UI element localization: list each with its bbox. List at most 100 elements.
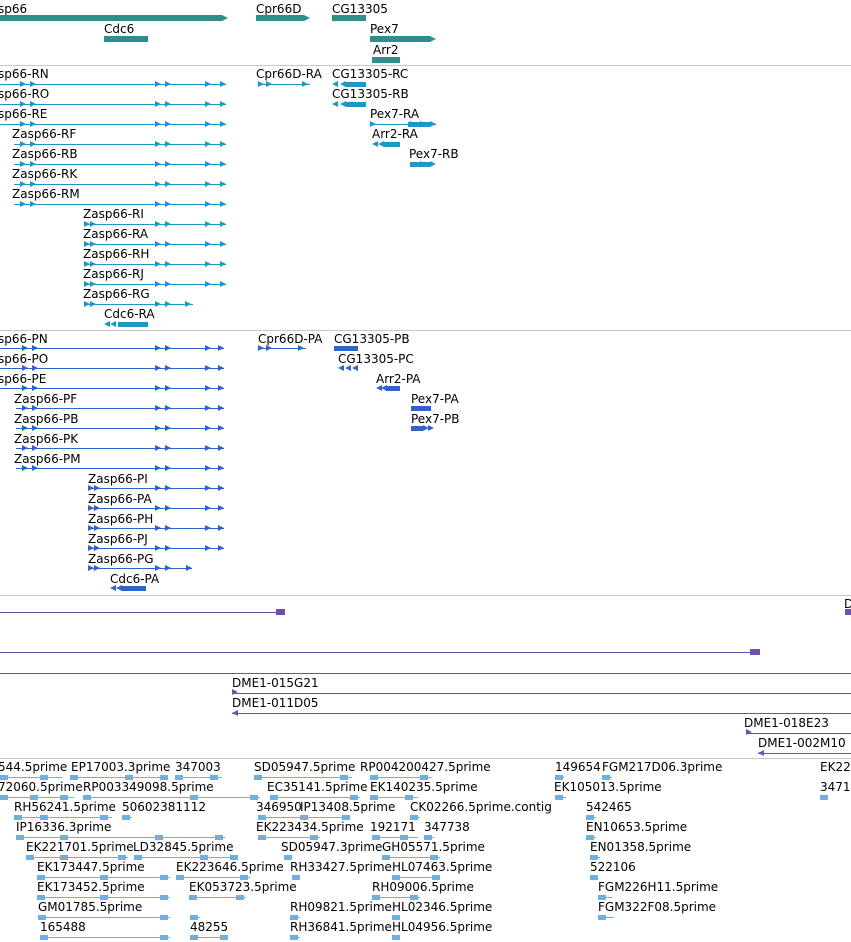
est-label[interactable]: IP13408.5prime	[300, 800, 396, 814]
gene-label-cpr66d[interactable]: Cpr66D	[256, 2, 302, 16]
transcript-label[interactable]: CG13305-RB	[332, 87, 409, 101]
est-label[interactable]: CK02266.5prime.contig	[410, 800, 552, 814]
est-block	[40, 935, 48, 940]
arrow-right-icon	[90, 281, 96, 287]
transcript-label[interactable]: Pex7-RB	[409, 147, 459, 161]
gene-label-pex7[interactable]: Pex7	[370, 22, 399, 36]
est-label[interactable]: HL02346.5prime	[392, 900, 493, 914]
transcript-label[interactable]: Zasp66-RH	[83, 247, 150, 261]
protein-label[interactable]: Zasp66-PH	[88, 512, 154, 526]
transcript-label[interactable]: CG13305-RC	[332, 67, 409, 81]
transcript-label[interactable]: Zasp66-RK	[12, 167, 78, 181]
transcript-label[interactable]: sp66-RN	[0, 67, 49, 81]
est-label[interactable]: 542465	[586, 800, 632, 814]
gene-label-sp66[interactable]: sp66	[0, 2, 28, 16]
est-label[interactable]: EK053723.5prime	[189, 880, 297, 894]
arrow-right-icon	[218, 425, 224, 431]
est-label[interactable]: RH09006.5prime	[372, 880, 474, 894]
protein-label[interactable]: sp66-PO	[0, 352, 49, 366]
clone-label[interactable]: DME1-002M10	[758, 736, 846, 750]
est-label[interactable]: EN10653.5prime	[586, 820, 688, 834]
protein-label[interactable]: CG13305-PB	[334, 332, 410, 346]
est-label[interactable]: RP003349098.5prime	[83, 780, 214, 794]
est-label[interactable]: 50602381112	[122, 800, 206, 814]
est-label[interactable]: GM01785.5prime	[38, 900, 143, 914]
est-label[interactable]: IP16336.3prime	[16, 820, 112, 834]
protein-label[interactable]: CG13305-PC	[338, 352, 414, 366]
est-label[interactable]: 544.5prime	[0, 760, 68, 774]
est-label[interactable]: LD32845.5prime	[133, 840, 234, 854]
transcript-label[interactable]: Zasp66-RI	[83, 207, 144, 221]
est-label[interactable]: FGM322F08.5prime	[598, 900, 717, 914]
est-label[interactable]: EK221701.5prime	[26, 840, 134, 854]
protein-label[interactable]: Zasp66-PG	[88, 552, 154, 566]
est-label[interactable]: 48255	[190, 920, 229, 934]
est-label[interactable]: 165488	[40, 920, 86, 934]
est-label[interactable]: EK223646.5prime	[176, 860, 284, 874]
est-label[interactable]: RH36841.5prime	[290, 920, 392, 934]
protein-label[interactable]: Zasp66-PF	[14, 392, 78, 406]
transcript-label[interactable]: Cdc6-RA	[104, 307, 155, 321]
transcript-label[interactable]: sp66-RO	[0, 87, 50, 101]
est-label[interactable]: 192171	[370, 820, 416, 834]
transcript-label[interactable]: Zasp66-RB	[12, 147, 78, 161]
transcript-label[interactable]: Zasp66-RM	[12, 187, 80, 201]
transcript-label[interactable]: Zasp66-RG	[83, 287, 150, 301]
est-label[interactable]: FGM217D06.3prime	[602, 760, 723, 774]
clone-label[interactable]: DME1-011D05	[232, 696, 319, 710]
clone-label[interactable]: DME1-015G21	[232, 676, 319, 690]
protein-label[interactable]: Cpr66D-PA	[258, 332, 323, 346]
est-label[interactable]: HL04956.5prime	[392, 920, 493, 934]
est-label[interactable]: RP004200427.5prime	[360, 760, 491, 774]
est-label[interactable]: 522106	[590, 860, 636, 874]
est-label[interactable]: 347003	[175, 760, 221, 774]
gene-label-arr2[interactable]: Arr2	[373, 43, 399, 57]
est-label[interactable]: 3471	[820, 780, 851, 794]
protein-label[interactable]: Arr2-PA	[376, 372, 421, 386]
est-label[interactable]: 346950	[256, 800, 302, 814]
gene-label-cg13305[interactable]: CG13305	[332, 2, 388, 16]
protein-label[interactable]: Zasp66-PK	[14, 432, 79, 446]
est-label[interactable]: RH56241.5prime	[14, 800, 116, 814]
est-label[interactable]: EC35141.5prime	[267, 780, 368, 794]
est-label[interactable]: 149654	[555, 760, 601, 774]
transcript-label[interactable]: sp66-RE	[0, 107, 48, 121]
transcript-label[interactable]: Arr2-RA	[372, 127, 418, 141]
transcript-label[interactable]: Pex7-RA	[370, 107, 420, 121]
est-label[interactable]: EK173452.5prime	[37, 880, 145, 894]
clone-label[interactable]: D	[844, 597, 851, 611]
est-label[interactable]: 72060.5prime	[0, 780, 83, 794]
est-label[interactable]: RH33427.5prime	[290, 860, 392, 874]
protein-label[interactable]: Pex7-PA	[411, 392, 459, 406]
est-label[interactable]: FGM226H11.5prime	[598, 880, 719, 894]
est-label[interactable]: SD05947.5prime	[254, 760, 356, 774]
transcript-label[interactable]: Zasp66-RF	[12, 127, 77, 141]
est-label[interactable]: RH09821.5prime	[290, 900, 392, 914]
est-label[interactable]: SD05947.3prime	[281, 840, 383, 854]
clone-label[interactable]: DME1-018E23	[744, 716, 829, 730]
protein-label[interactable]: Zasp66-PM	[14, 452, 81, 466]
est-label[interactable]: EK173447.5prime	[37, 860, 145, 874]
protein-label[interactable]: Zasp66-PI	[88, 472, 148, 486]
arrow-right-icon	[205, 161, 211, 167]
protein-label[interactable]: sp66-PE	[0, 372, 47, 386]
est-label[interactable]: EK223434.5prime	[256, 820, 364, 834]
est-label[interactable]: EP17003.3prime	[71, 760, 171, 774]
protein-label[interactable]: sp66-PN	[0, 332, 48, 346]
protein-label[interactable]: Zasp66-PB	[14, 412, 79, 426]
est-label[interactable]: EK140235.5prime	[370, 780, 478, 794]
protein-label[interactable]: Cdc6-PA	[110, 572, 160, 586]
est-label[interactable]: GH05571.5prime	[382, 840, 485, 854]
est-label[interactable]: EN01358.5prime	[590, 840, 692, 854]
transcript-label[interactable]: Zasp66-RJ	[83, 267, 144, 281]
est-label[interactable]: 347738	[424, 820, 470, 834]
protein-label[interactable]: Zasp66-PJ	[88, 532, 148, 546]
protein-label[interactable]: Pex7-PB	[411, 412, 460, 426]
transcript-label[interactable]: Cpr66D-RA	[256, 67, 322, 81]
protein-label[interactable]: Zasp66-PA	[88, 492, 152, 506]
est-label[interactable]: EK105013.5prime	[554, 780, 662, 794]
transcript-label[interactable]: Zasp66-RA	[83, 227, 149, 241]
est-label[interactable]: HL07463.5prime	[392, 860, 493, 874]
gene-label-cdc6[interactable]: Cdc6	[104, 22, 135, 36]
est-label[interactable]: EK22	[820, 760, 851, 774]
